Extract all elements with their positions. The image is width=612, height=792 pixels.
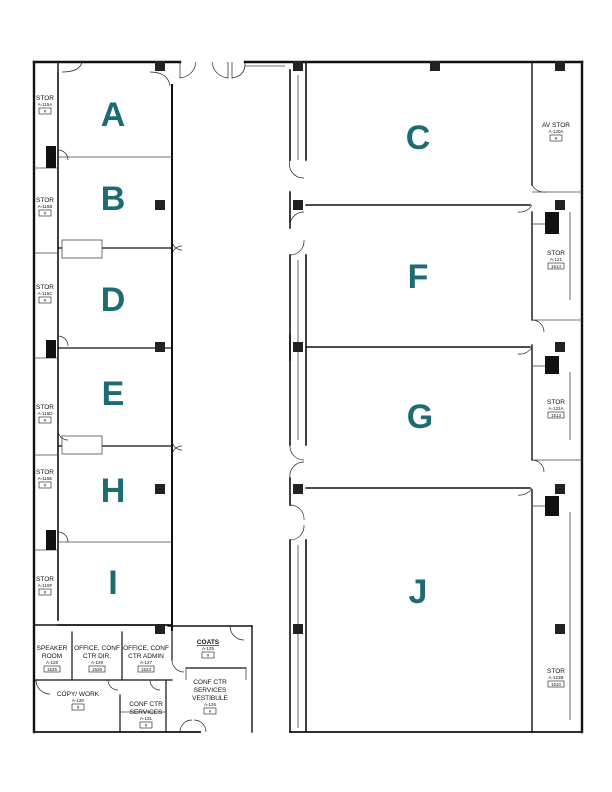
office-dir-num: 1526 [92, 667, 103, 672]
room-e-label: E [102, 375, 125, 413]
stor-left-1-num: # [44, 109, 47, 114]
stor-left-6-name: STOR [36, 576, 54, 583]
coats-name: COATS [197, 639, 220, 646]
stor-left-6-code: A-115F [38, 583, 53, 588]
room-j-label: J [409, 573, 428, 611]
stor-right-1: STOR A-121 1514 [547, 250, 565, 270]
room-b-label: B [101, 180, 126, 218]
copy-work-code: A-130 [72, 698, 85, 703]
stor-left-2: STOR A-115B # [36, 197, 54, 217]
services-name-1: CONF CTR [129, 701, 163, 708]
stor-right-2-name: STOR [547, 399, 565, 406]
stor-left-3-code: A-115C [38, 291, 54, 296]
office-dir-code: A-129 [91, 660, 104, 665]
room-g-label: G [407, 398, 433, 436]
stor-left-4-name: STOR [36, 404, 54, 411]
copy-work-name: COPY/ WORK [57, 691, 100, 698]
room-f-label: F [408, 258, 429, 296]
room-a-label: A [101, 96, 126, 134]
stor-right-3: STOR A-122B 1510 [547, 668, 565, 688]
vestibule-name-3: VESTIBULE [192, 695, 228, 702]
office-dir-name-2: CTR DIR. [83, 653, 111, 660]
office-dir-name-1: OFFICE, CONF [74, 645, 120, 652]
av-stor-num: # [555, 136, 558, 141]
stor-left-5-num: # [44, 483, 47, 488]
speaker-room-num: 1525 [47, 667, 58, 672]
conf-ctr-vestibule: CONF CTR SERVICES VESTIBULE A-126 # [192, 679, 229, 715]
av-stor-code: A-120A [548, 129, 563, 134]
copy-work-num: # [77, 705, 80, 710]
office-conf-ctr-dir: OFFICE, CONF CTR DIR. A-129 1526 [74, 645, 120, 673]
stor-left-6-num: # [44, 590, 47, 595]
stor-left-3-num: # [44, 298, 47, 303]
stor-right-2-code: A-122A [548, 406, 563, 411]
stor-left-1-code: A-115A [38, 102, 53, 107]
coats-room: COATS A-125 # [197, 639, 220, 659]
stor-left-5: STOR A-115E # [36, 469, 54, 489]
room-d-label: D [101, 281, 126, 319]
stor-left-6: STOR A-115F # [36, 576, 54, 596]
stor-left-4-code: A-115D [38, 411, 54, 416]
stor-left-2-name: STOR [36, 197, 54, 204]
av-stor: AV STOR A-120A # [542, 122, 570, 142]
stor-right-1-num: 1514 [551, 264, 562, 269]
stor-left-5-name: STOR [36, 469, 54, 476]
coats-code: A-125 [202, 646, 215, 651]
vestibule-name-1: CONF CTR [193, 679, 227, 686]
copy-work-room: COPY/ WORK A-130 # [57, 691, 100, 711]
stor-left-5-code: A-115E [38, 476, 53, 481]
vestibule-code: A-126 [204, 702, 217, 707]
stor-left-3-name: STOR [36, 284, 54, 291]
entry-doors [179, 61, 285, 79]
stor-left-2-num: # [44, 211, 47, 216]
stor-left-3: STOR A-115C # [36, 284, 54, 304]
services-name-2: SERVICES [130, 709, 163, 716]
stor-left-1: STOR A-115A # [36, 95, 54, 115]
office-admin-name-2: CTR ADMIN [128, 653, 164, 660]
speaker-room: SPEAKER ROOM A-128 1525 [37, 645, 68, 673]
stor-right-1-code: A-121 [550, 257, 563, 262]
conf-ctr-services: CONF CTR SERVICES A-131 # [129, 701, 163, 729]
services-code: A-131 [140, 716, 153, 721]
office-admin-num: 1523 [141, 667, 152, 672]
office-admin-name-1: OFFICE, CONF [123, 645, 169, 652]
stor-left-4-num: # [44, 418, 47, 423]
office-admin-code: A-127 [140, 660, 153, 665]
stor-left-1-name: STOR [36, 95, 54, 102]
speaker-room-name-2: ROOM [42, 653, 62, 660]
stor-right-2-num: 1513 [551, 413, 562, 418]
room-h-label: H [101, 472, 126, 510]
services-num: # [145, 723, 148, 728]
stor-right-2: STOR A-122A 1513 [547, 399, 565, 419]
stor-right-3-code: A-122B [548, 675, 563, 680]
room-c-label: C [406, 119, 431, 157]
av-stor-name: AV STOR [542, 122, 570, 129]
right-storage-walls [532, 191, 582, 720]
coats-num: # [207, 653, 210, 658]
vestibule-num: # [209, 709, 212, 714]
center-walls [289, 61, 547, 733]
office-conf-ctr-admin: OFFICE, CONF CTR ADMIN A-127 1523 [123, 645, 169, 673]
bottom-left-walls [33, 624, 253, 733]
speaker-room-name-1: SPEAKER [37, 645, 68, 652]
stor-right-3-num: 1510 [551, 682, 562, 687]
stor-left-2-code: A-115B [38, 204, 53, 209]
stor-left-4: STOR A-115D # [36, 404, 54, 424]
room-i-label: I [108, 564, 117, 602]
speaker-room-code: A-128 [46, 660, 59, 665]
stor-right-3-name: STOR [547, 668, 565, 675]
stor-right-1-name: STOR [547, 250, 565, 257]
floor-jacks [155, 61, 565, 634]
vestibule-name-2: SERVICES [194, 687, 227, 694]
